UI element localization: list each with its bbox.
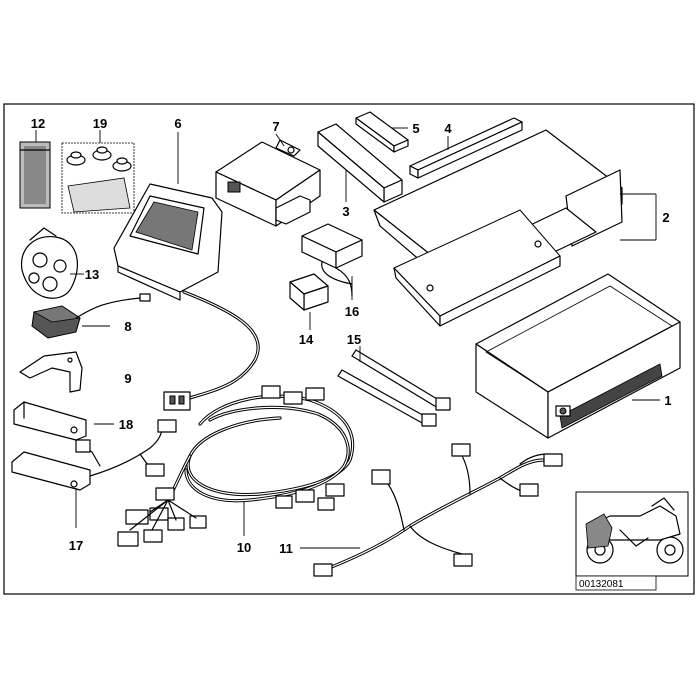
- label-4: 4: [444, 121, 452, 136]
- label-1: 1: [664, 393, 671, 408]
- part-1-main-unit[interactable]: [475, 273, 681, 439]
- reference-box: [575, 575, 657, 591]
- part-11-secondary-harness[interactable]: [313, 443, 563, 577]
- label-11: 11: [279, 541, 293, 556]
- part-7-control-module[interactable]: [215, 139, 321, 227]
- part-6-display-unit[interactable]: [113, 183, 223, 301]
- label-15: 15: [347, 332, 361, 347]
- label-5: 5: [412, 121, 419, 136]
- label-18: 18: [119, 417, 133, 432]
- display-connector: [163, 391, 191, 411]
- part-3-bar[interactable]: [317, 123, 403, 203]
- part-18-strap[interactable]: [13, 401, 87, 441]
- part-5-pad[interactable]: [355, 111, 409, 153]
- part-9-bracket[interactable]: [19, 351, 83, 393]
- label-9: 9: [124, 371, 131, 386]
- part-8-antenna[interactable]: [31, 293, 151, 339]
- label-16: 16: [345, 304, 359, 319]
- part-17-strap-harness[interactable]: [11, 419, 177, 491]
- label-17: 17: [69, 538, 83, 553]
- label-12: 12: [31, 116, 45, 131]
- label-13: 13: [85, 267, 99, 282]
- label-6: 6: [174, 116, 181, 131]
- label-10: 10: [237, 540, 251, 555]
- label-14: 14: [299, 332, 314, 347]
- part-10-main-harness[interactable]: [117, 385, 355, 547]
- part-2-mounting-bracket[interactable]: [373, 129, 623, 327]
- label-8: 8: [124, 319, 131, 334]
- motorcycle-thumbnail: [575, 491, 689, 577]
- label-7: 7: [272, 119, 279, 134]
- part-15-cable-ties[interactable]: [337, 349, 451, 427]
- label-3: 3: [342, 204, 349, 219]
- diagram-frame: [3, 103, 695, 595]
- label-2: 2: [662, 210, 669, 225]
- label-19: 19: [93, 116, 107, 131]
- part-14-fuse[interactable]: [289, 273, 329, 311]
- part-19-grommet-set[interactable]: [61, 142, 135, 214]
- part-4-strip[interactable]: [409, 117, 523, 179]
- part-13-holder[interactable]: [20, 227, 78, 299]
- reference-number: 00132081: [579, 579, 624, 590]
- part-12-pad[interactable]: [19, 141, 51, 209]
